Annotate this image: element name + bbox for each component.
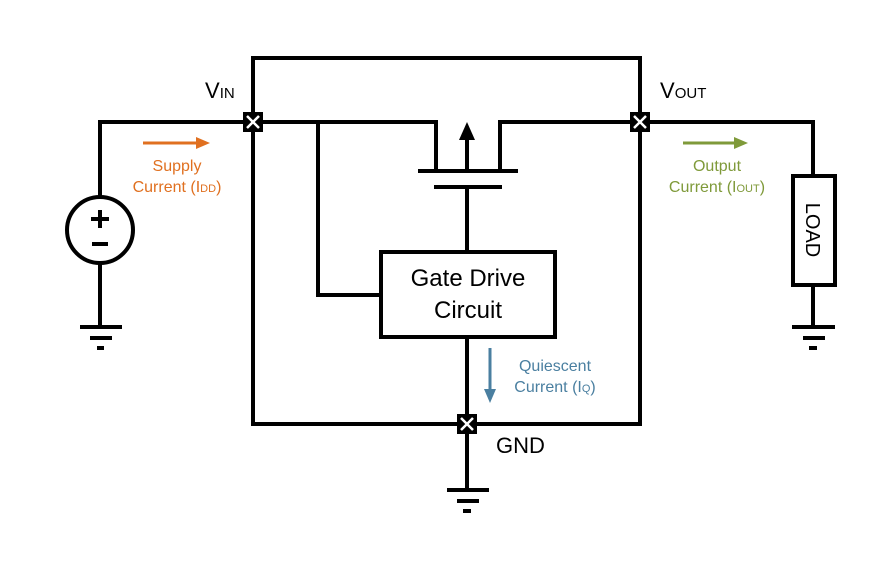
pin-vin-icon	[243, 112, 263, 132]
output-current-label-line1: Output	[693, 158, 742, 175]
gate-drive-circuit-block: Gate Drive Circuit	[379, 250, 557, 339]
vin-label: VIN	[205, 78, 235, 103]
supply-current-annotation: Supply Current (IDD)	[133, 137, 222, 196]
supply-current-label-line1: Supply	[153, 158, 202, 175]
pin-vout-icon	[630, 112, 650, 132]
output-current-annotation: Output Current (IOUT)	[669, 137, 765, 196]
ground-icon	[80, 325, 122, 350]
gnd-label: GND	[496, 433, 545, 458]
gate-drive-label-line2: Circuit	[434, 297, 502, 324]
vout-label: VOUT	[660, 78, 706, 103]
gate-drive-supply-wire	[316, 120, 383, 297]
load-block: LOAD	[791, 174, 837, 287]
quiescent-current-label-line1: Quiescent	[519, 358, 592, 375]
supply-current-label-line2: Current (IDD)	[133, 179, 222, 196]
vin-internal-wire	[251, 120, 438, 173]
ground-icon	[447, 488, 489, 513]
output-wire	[638, 120, 815, 329]
pin-gnd-icon	[457, 414, 477, 434]
supply-wire	[98, 120, 255, 329]
gate-drive-label-line1: Gate Drive	[411, 265, 526, 292]
regulator-outline	[251, 56, 642, 426]
load-label: LOAD	[801, 203, 823, 257]
ground-icon	[792, 325, 835, 350]
mosfet-icon	[418, 122, 518, 252]
quiescent-current-label-line2: Current (IQ)	[514, 379, 595, 396]
voltage-source-icon	[65, 195, 135, 265]
quiescent-current-annotation: Quiescent Current (IQ)	[484, 348, 596, 403]
output-current-label-line2: Current (IOUT)	[669, 179, 765, 196]
drain-wire	[498, 120, 642, 173]
